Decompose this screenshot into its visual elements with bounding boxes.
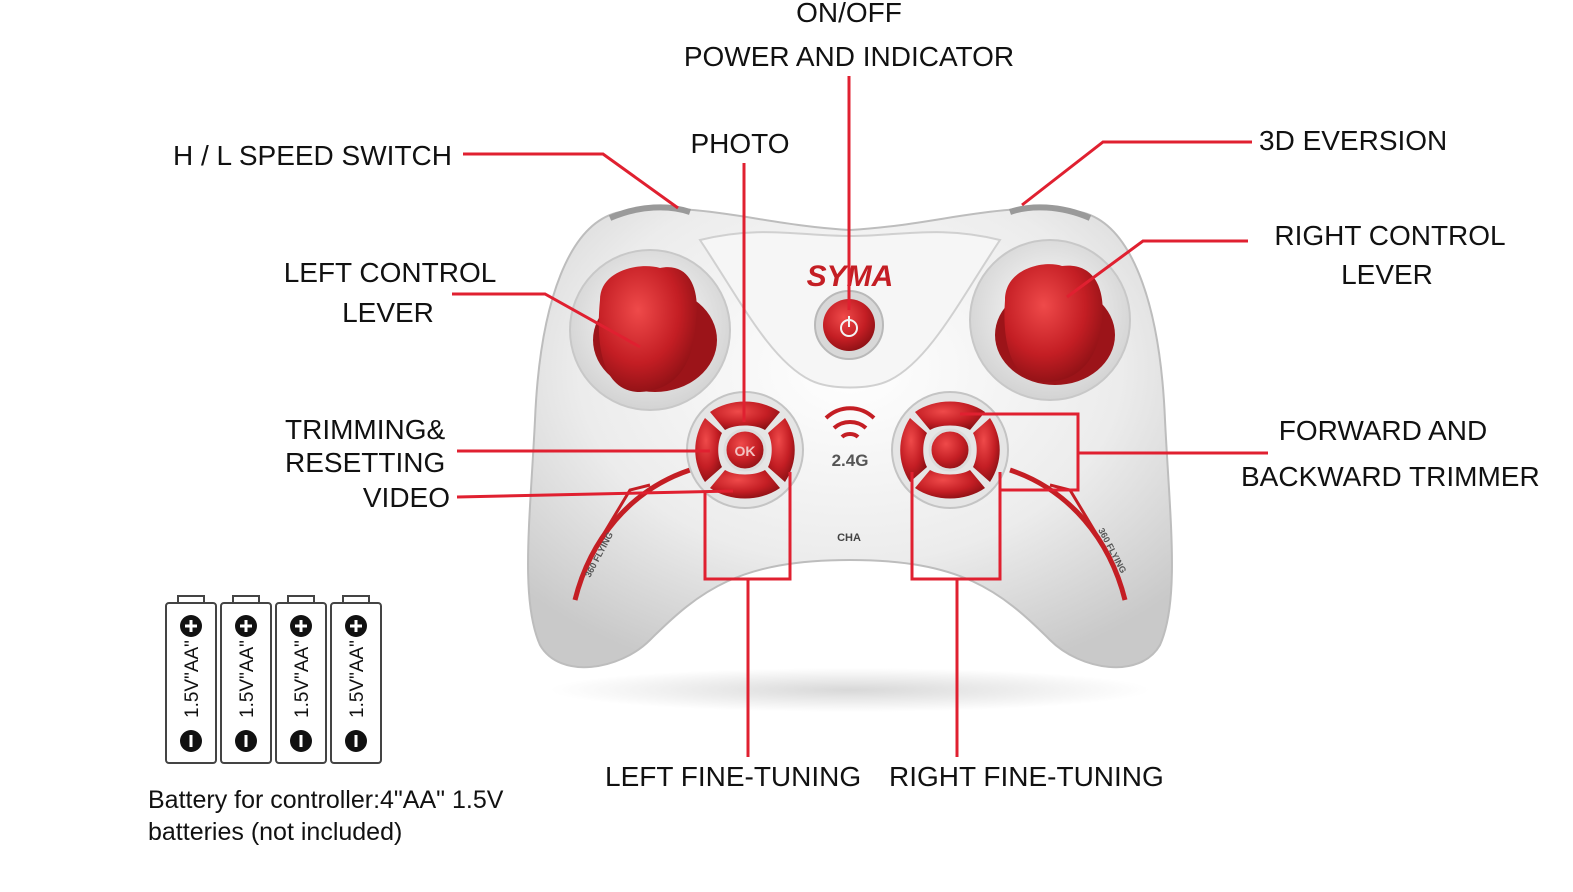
left-shoulder	[608, 204, 691, 221]
frequency-label: 2.4G	[832, 451, 869, 470]
right-grip-accent	[1009, 467, 1128, 601]
label-speed-switch: H / L SPEED SWITCH	[172, 140, 452, 171]
battery-label: 1.5V"AA"	[182, 640, 203, 718]
label-right-lever-line1: RIGHT CONTROL	[1274, 220, 1506, 251]
label-right-fine-tuning: RIGHT FINE-TUNING	[889, 761, 1164, 792]
label-power: POWER AND INDICATOR	[683, 41, 1015, 72]
right-control-stick[interactable]	[969, 239, 1131, 401]
right-trim-right-button[interactable]	[973, 418, 1000, 482]
label-video: VIDEO	[362, 482, 450, 513]
cha-label: CHA	[837, 532, 861, 544]
leader-right-lever	[1066, 239, 1248, 299]
label-trimming-line2: RESETTING	[285, 447, 446, 478]
power-button[interactable]	[814, 290, 884, 360]
battery-cell: 1.5V"AA"	[165, 595, 217, 764]
battery-cell: 1.5V"AA"	[330, 595, 382, 764]
ok-label: OK	[735, 443, 756, 459]
label-left-lever-line2: LEVER	[342, 297, 434, 328]
ok-button[interactable]	[723, 428, 767, 472]
label-left-fine-tuning: LEFT FINE-TUNING	[605, 761, 862, 792]
label-left-lever-line1: LEFT CONTROL	[283, 257, 497, 288]
forward-trim-button[interactable]	[915, 401, 985, 431]
label-3d-eversion: 3D EVERSION	[1259, 125, 1448, 156]
battery-note: Battery for controller:4"AA" 1.5V batter…	[148, 784, 503, 848]
leader-video	[456, 489, 734, 499]
battery-label: 1.5V"AA"	[347, 640, 368, 718]
left-trim-right-button[interactable]	[768, 418, 795, 482]
eversion-center-button[interactable]	[928, 428, 972, 472]
right-dpad	[891, 391, 1009, 509]
label-trimming-line1: TRIMMING&	[285, 414, 446, 445]
battery-label: 1.5V"AA"	[292, 640, 313, 718]
leader-lines	[452, 76, 1268, 757]
leader-speed	[463, 152, 679, 210]
battery-note-line2: batteries (not included)	[148, 818, 403, 846]
wireless-icon	[824, 406, 876, 439]
battery-label: 1.5V"AA"	[237, 640, 258, 718]
battery-cell: 1.5V"AA"	[275, 595, 327, 764]
ground-shadow	[550, 668, 1150, 712]
label-forward-line1: FORWARD AND	[1278, 415, 1488, 446]
left-control-stick[interactable]	[569, 249, 731, 411]
backward-trim-button[interactable]	[915, 470, 985, 499]
battery-note-line1: Battery for controller:4"AA" 1.5V	[148, 786, 504, 814]
label-forward-line2: BACKWARD TRIMMER	[1241, 461, 1540, 492]
leader-eversion	[1021, 140, 1252, 207]
label-onoff: ON/OFF	[796, 0, 902, 28]
battery-cell: 1.5V"AA"	[220, 595, 272, 764]
right-trim-left-button[interactable]	[900, 418, 927, 482]
battery-group: 1.5V"AA" 1.5V"AA" 1.5V"AA"	[165, 595, 382, 764]
left-grip-accent	[572, 467, 691, 601]
label-photo: PHOTO	[690, 128, 790, 159]
leader-left-lever	[452, 292, 641, 349]
right-shoulder	[1009, 204, 1092, 221]
label-right-lever-line2: LEVER	[1341, 259, 1433, 290]
